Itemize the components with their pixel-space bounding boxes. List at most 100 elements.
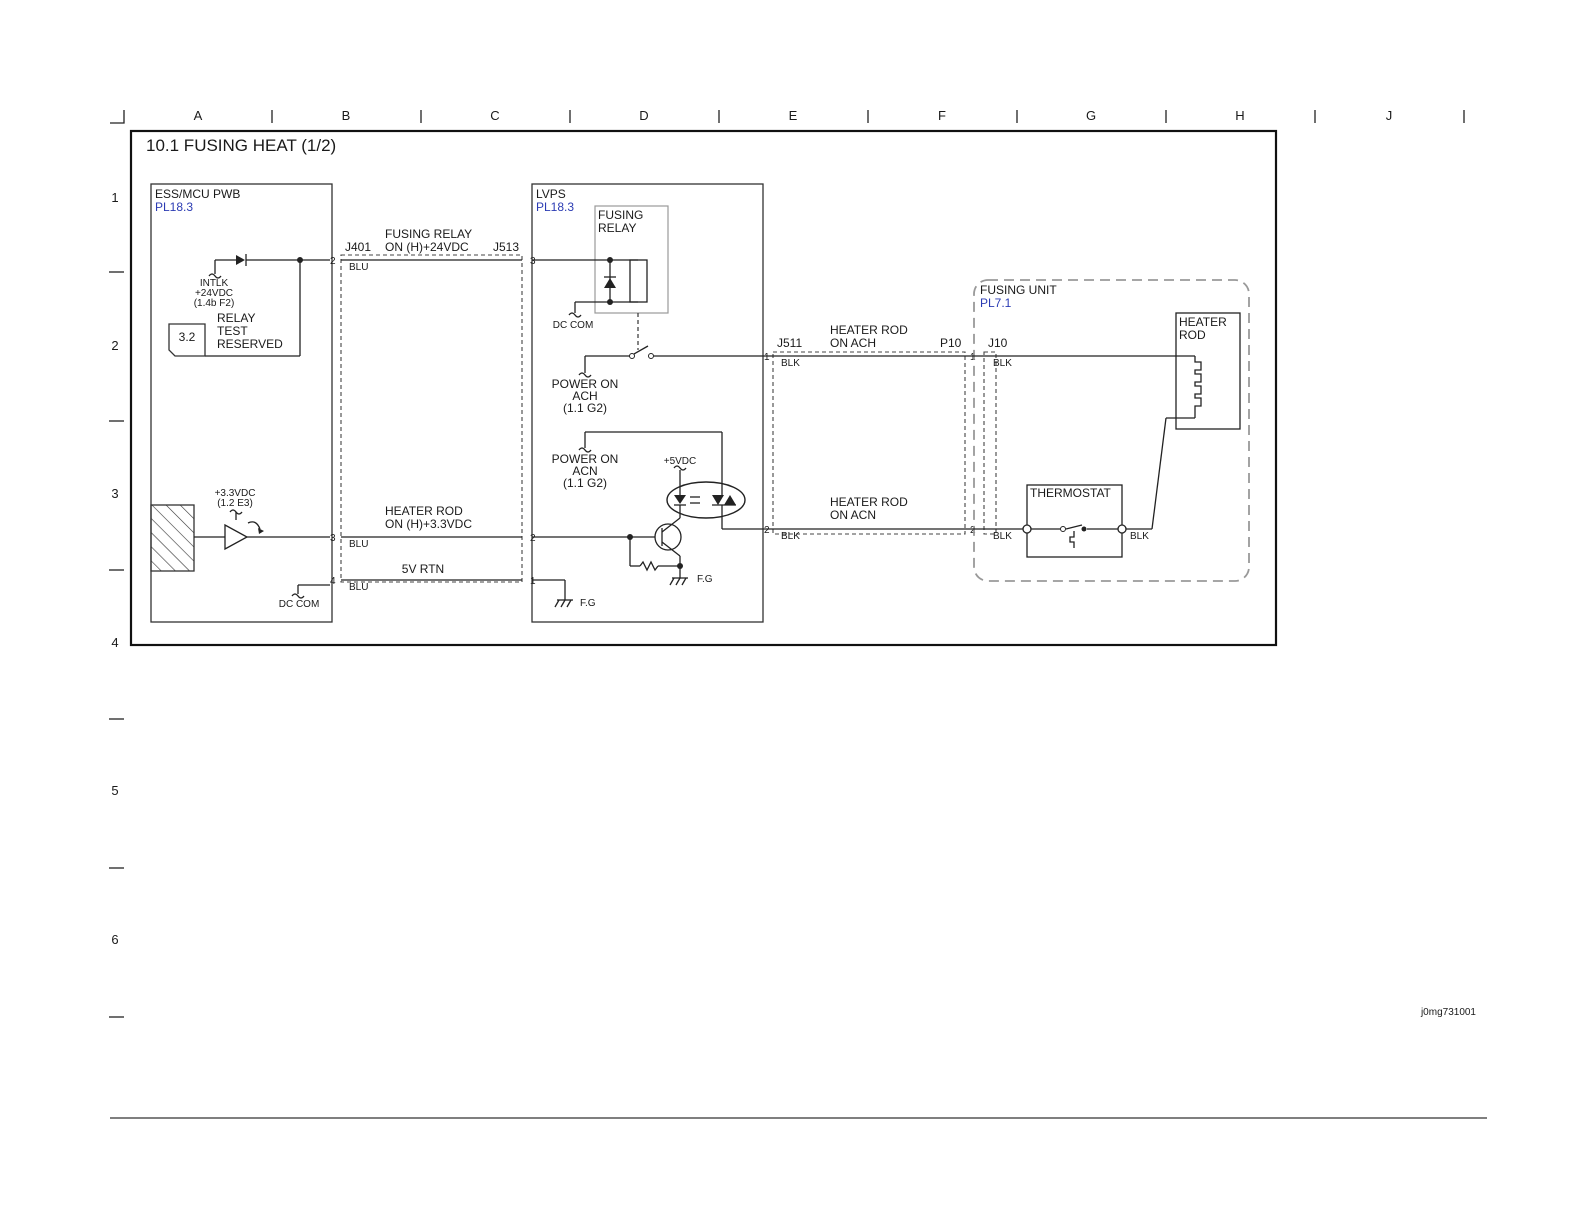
v33-ref: (1.2 E3): [217, 498, 253, 509]
thermostat-box: [1026, 484, 1123, 558]
heater-rod-on-signal-2: ON (H)+3.3VDC: [385, 517, 472, 531]
row-label-4: 4: [111, 635, 118, 650]
j401-label: J401: [345, 240, 371, 254]
heater-acn-signal-1: HEATER ROD: [830, 495, 908, 509]
wire-color-blu-1: BLU: [349, 262, 368, 273]
power-ach-3: (1.1 G2): [563, 401, 607, 415]
wire-color-blu-3: BLU: [349, 582, 368, 593]
row-label-6: 6: [111, 932, 118, 947]
col-label-b: B: [342, 108, 351, 123]
p10-pin-2: 2: [970, 525, 976, 536]
intlk-label: INTLK: [200, 278, 229, 289]
p10-pin-1: 1: [970, 352, 976, 363]
ref-box-label: 3.2: [179, 330, 196, 344]
relay-label-2: RELAY: [598, 221, 636, 235]
j513-pin-1: 1: [530, 576, 536, 587]
lvps-pin-2: 2: [764, 525, 770, 536]
rtn-signal: 5V RTN: [402, 562, 444, 576]
col-label-a: A: [194, 108, 203, 123]
fg-label-2: F.G: [580, 598, 596, 609]
lvps: LVPS PL18.3 FUSING RELAY DC COM POWER ON…: [531, 183, 770, 623]
j513-pin-2: 2: [530, 533, 536, 544]
wire-color-blk-1: BLK: [781, 358, 800, 369]
ess-dccom-label: DC COM: [279, 599, 320, 610]
row-label-2: 2: [111, 338, 118, 353]
relay-test-line3: RESERVED: [217, 337, 283, 351]
opto-triac-icon: [666, 481, 746, 519]
relay-label-1: FUSING: [598, 208, 643, 222]
row-header: 1 2 3 4 5 6: [109, 190, 124, 1018]
ic-block: [150, 504, 195, 572]
lvps-dccom-label: DC COM: [553, 320, 594, 331]
heater-rod-label-1: HEATER: [1179, 315, 1227, 329]
wire-color-blk-5: BLK: [1130, 531, 1149, 542]
harness-j511-p10: J511 P10 HEATER ROD ON ACH HEATER ROD ON…: [763, 323, 976, 542]
j401-pin-3: 3: [330, 533, 336, 544]
j401-pin-2: 2: [330, 256, 336, 267]
heater-ach-signal-2: ON ACH: [830, 336, 876, 350]
ess-name: ESS/MCU PWB: [155, 187, 240, 201]
power-ach-2: ACH: [572, 389, 597, 403]
column-header: A B C D E F G H J: [110, 108, 1465, 124]
thermostat-switch-icon: [1065, 524, 1083, 530]
power-acn-1: POWER ON: [552, 452, 619, 466]
heater-coil-icon: [1194, 356, 1202, 418]
ess-mcu-pwb: ESS/MCU PWB PL18.3 INTLK +24VDC (1.4b F2…: [150, 183, 333, 623]
diagram-title: 10.1 FUSING HEAT (1/2): [146, 136, 336, 155]
wire-color-blk-4: BLK: [993, 531, 1012, 542]
wire-color-blk-2: BLK: [781, 531, 800, 542]
v33-label: +3.3VDC: [215, 488, 256, 499]
heater-acn-signal-2: ON ACN: [830, 508, 876, 522]
heater-rod-box: [1175, 312, 1241, 430]
col-label-d: D: [639, 108, 648, 123]
row-label-3: 3: [111, 486, 118, 501]
j513-label: J513: [493, 240, 519, 254]
fusing-relay-signal-1: FUSING RELAY: [385, 227, 472, 241]
lvps-ref: PL18.3: [536, 200, 574, 214]
relay-test-line2: TEST: [217, 324, 248, 338]
v5-label: +5VDC: [664, 456, 697, 467]
fusing-unit: FUSING UNIT PL7.1 J10 BLK BLK BLK HEATER…: [965, 279, 1250, 582]
col-label-e: E: [789, 108, 798, 123]
fusing-unit-name: FUSING UNIT: [980, 283, 1057, 297]
buffer-icon: [224, 523, 249, 551]
wire-color-blu-2: BLU: [349, 539, 368, 550]
transistor-icon: [654, 523, 682, 551]
j401-pin-4: 4: [330, 576, 336, 587]
col-label-c: C: [490, 108, 499, 123]
p10-label: P10: [940, 336, 962, 350]
diode-icon: [236, 255, 245, 265]
heater-rod-label-2: ROD: [1179, 328, 1206, 342]
intlk-ref: (1.4b F2): [194, 298, 235, 309]
power-ach-1: POWER ON: [552, 377, 619, 391]
lvps-name: LVPS: [536, 187, 566, 201]
power-acn-3: (1.1 G2): [563, 476, 607, 490]
ess-ref: PL18.3: [155, 200, 193, 214]
col-label-h: H: [1235, 108, 1244, 123]
relay-coil-icon: [629, 259, 648, 303]
col-label-f: F: [938, 108, 946, 123]
intlk-voltage: +24VDC: [195, 288, 233, 299]
wire-color-blk-3: BLK: [993, 358, 1012, 369]
relay-test-line1: RELAY: [217, 311, 255, 325]
diagram-frame: [129, 129, 1278, 647]
col-label-j: J: [1386, 108, 1393, 123]
fusing-relay-signal-2: ON (H)+24VDC: [385, 240, 469, 254]
j511-label: J511: [777, 336, 802, 350]
fg-label-1: F.G: [697, 574, 713, 585]
lvps-pin-1: 1: [764, 352, 770, 363]
col-label-g: G: [1086, 108, 1096, 123]
flyback-diode-icon: [604, 278, 616, 288]
row-label-1: 1: [111, 190, 118, 205]
row-label-5: 5: [111, 783, 118, 798]
heater-ach-signal-1: HEATER ROD: [830, 323, 908, 337]
heater-rod-on-signal-1: HEATER ROD: [385, 504, 463, 518]
fusing-unit-ref: PL7.1: [980, 296, 1012, 310]
harness-j401-j513: J401 J513 FUSING RELAY ON (H)+24VDC HEAT…: [330, 227, 536, 593]
drawing-code: j0mg731001: [1420, 1007, 1476, 1018]
thermostat-label: THERMOSTAT: [1030, 486, 1112, 500]
j10-label: J10: [988, 336, 1008, 350]
j513-pin-3: 3: [530, 256, 536, 267]
power-acn-2: ACN: [572, 464, 597, 478]
